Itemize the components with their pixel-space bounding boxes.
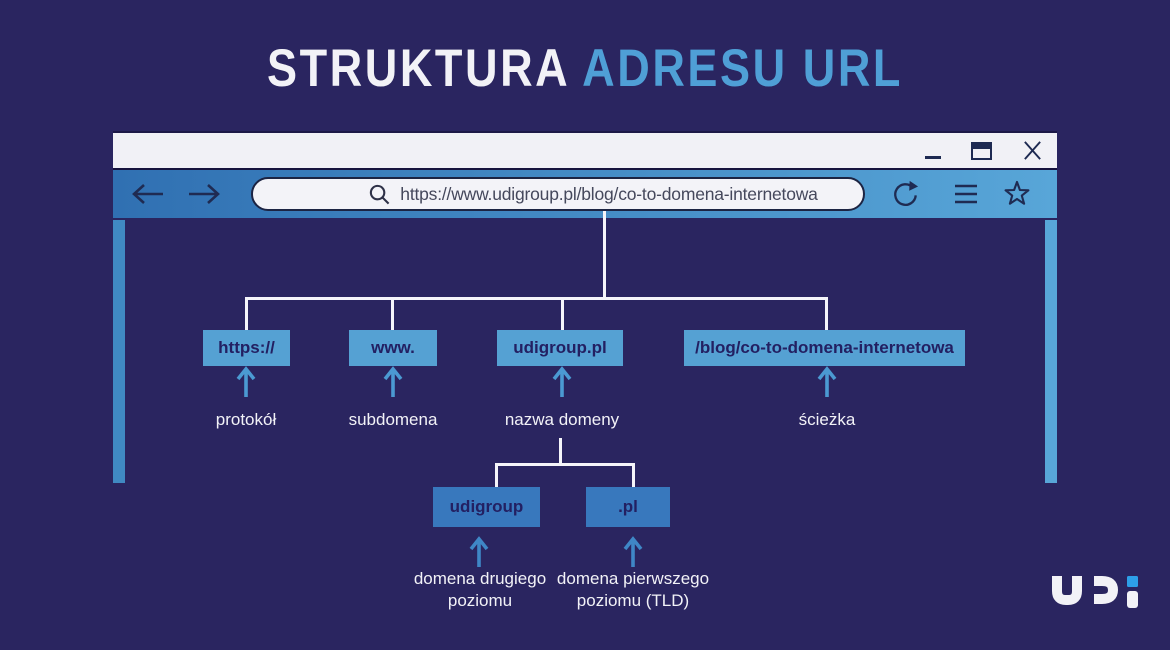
search-icon [370,184,390,204]
url-part-path: /blog/co-to-domena-internetowa [684,330,965,366]
domain-second-level-box: udigroup [433,487,540,527]
label-path: ścieżka [798,410,856,429]
tree-line-drop [632,465,635,488]
label-protocol: protokół [215,410,277,429]
up-arrow-icon [469,536,489,567]
udi-logo [1052,576,1138,608]
refresh-icon[interactable] [891,179,919,209]
label-tld: domena pierwszego poziomu (TLD) [556,569,710,611]
tree-line-drop [561,299,564,331]
url-part-subdomain: www. [349,330,437,366]
url-part-domain: udigroup.pl [497,330,623,366]
tree-line-url-drop [603,211,606,300]
window-controls [925,140,1043,161]
up-arrow-icon [383,366,403,397]
up-arrow-icon [236,366,256,397]
bookmark-star-icon[interactable] [1003,180,1031,208]
tree-line-level2-horizontal [495,463,635,466]
minimize-icon[interactable] [925,156,941,159]
up-arrow-icon [623,536,643,567]
up-arrow-icon [552,366,572,397]
label-second-level-domain: domena drugiego poziomu [413,569,547,611]
browser-window: https:// www. udigroup.pl/blog/co-to-domen… [113,131,1057,483]
close-icon[interactable] [1022,140,1043,161]
title-part-1: STRUKTURA [267,39,571,98]
domain-tld-box: .pl [586,487,670,527]
url-text: https://www.udigroup.pl/blog/co-to-domen… [400,183,818,204]
tree-line-drop [391,299,394,331]
label-subdomain: subdomena [348,410,438,429]
tree-line-domain-drop [559,438,562,465]
title-part-2: ADRESU URL [582,39,903,98]
url-part-protocol: https:// [203,330,290,366]
browser-toolbar: https://www.udigroup.pl/blog/co-to-domen… [113,168,1057,218]
url-bar[interactable]: https://www.udigroup.pl/blog/co-to-domen… [251,177,865,211]
label-domain-name: nazwa domeny [504,410,620,429]
back-arrow-icon[interactable] [131,183,165,205]
tree-line-level1-horizontal [245,297,828,300]
maximize-icon[interactable] [971,141,992,160]
browser-titlebar [113,131,1057,168]
up-arrow-icon [817,366,837,397]
tree-line-drop [495,465,498,488]
window-left-border [113,220,125,483]
tree-line-drop [245,299,248,331]
tree-line-drop [825,299,828,331]
forward-arrow-icon[interactable] [187,183,221,205]
menu-icon[interactable] [953,183,979,205]
window-right-border [1045,220,1057,483]
